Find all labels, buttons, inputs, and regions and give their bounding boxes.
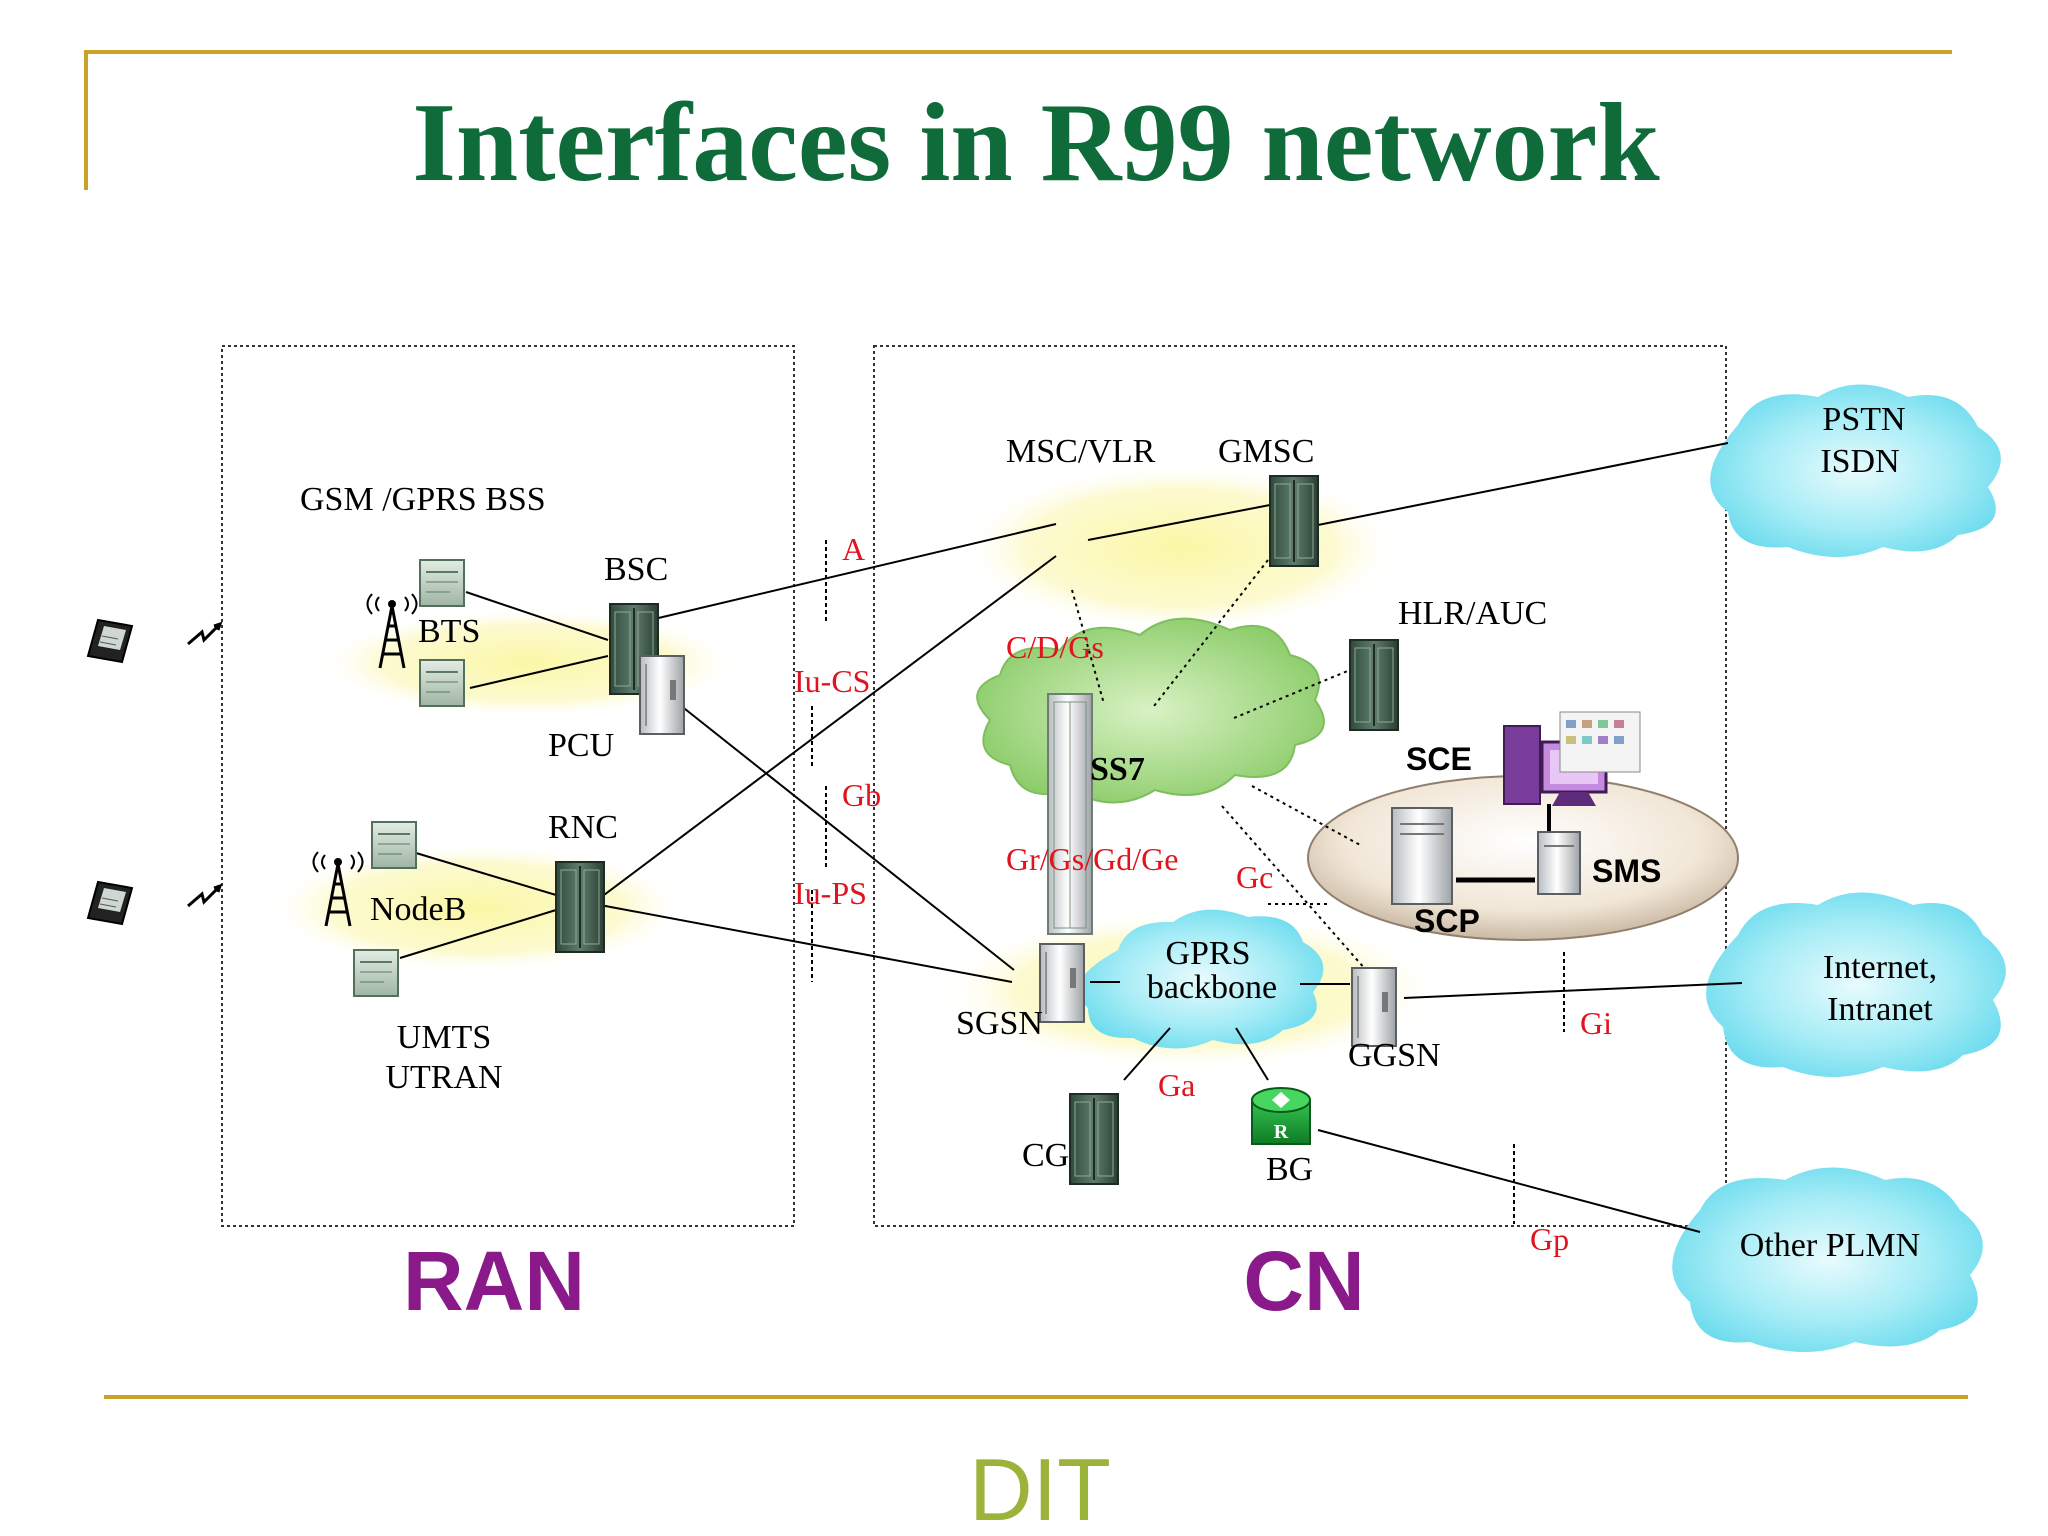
footer-label: DIT (969, 1440, 1111, 1536)
mobile-phone-icon-2 (87, 881, 133, 925)
radio-link-icon-2 (186, 884, 222, 908)
msc-vlr-label: MSC/VLR (1006, 433, 1156, 470)
radio-link-icon (186, 622, 222, 646)
cg-label: CG (1022, 1137, 1069, 1174)
nodeb-unit-icon (371, 821, 417, 869)
interface-gr-gs-gd-ge-label: Gr/Gs/Gd/Ge (1006, 841, 1178, 877)
pstn-label: PSTN (1822, 401, 1905, 438)
interface-gi-label: Gi (1580, 1005, 1612, 1041)
utran-label: UTRAN (385, 1059, 502, 1096)
gsm-gprs-bss-label: GSM /GPRS BSS (300, 481, 546, 518)
ggsn-cabinet-icon (1351, 967, 1397, 1047)
cn-region-box (873, 345, 1727, 1227)
pcu-label: PCU (548, 727, 614, 764)
ggsn-label: GGSN (1348, 1037, 1441, 1074)
msc-vlr-tall-rack-icon (1047, 693, 1093, 935)
solid-links (399, 442, 1743, 1233)
interface-iu-ps-label: Iu-PS (794, 875, 867, 911)
ss7-label: SS7 (1090, 751, 1145, 788)
hlr-auc-rack-icon (1349, 639, 1399, 731)
internet-label: Internet, (1823, 949, 1937, 986)
nodeb-unit-icon-2 (353, 949, 399, 997)
gprs-backbone-cloud (1078, 909, 1324, 1049)
cg-rack-icon (1069, 1093, 1119, 1185)
msc-highlight (960, 463, 1400, 633)
gmsc-rack-icon (1269, 475, 1319, 567)
sgsn-cabinet-icon (1039, 943, 1085, 1023)
interface-gb-label: Gb (842, 777, 881, 813)
scp-label: SCP (1414, 903, 1480, 939)
router-mark: R (1274, 1121, 1289, 1143)
isdn-label: ISDN (1820, 443, 1899, 480)
dotted-links (1071, 559, 1367, 971)
ran-region-box (221, 345, 795, 1227)
umts-label: UMTS (397, 1019, 491, 1056)
bts-unit-icon (419, 559, 465, 607)
bts-label: BTS (418, 613, 480, 650)
scp-server-icon (1391, 807, 1453, 905)
interface-gp-label: Gp (1530, 1221, 1569, 1257)
interface-gc-label: Gc (1236, 859, 1273, 895)
internet-intranet-cloud (1706, 892, 2006, 1077)
bg-router-icon: R (1251, 1087, 1311, 1145)
sms-label: SMS (1592, 853, 1661, 889)
cn-region-label: CN (1243, 1234, 1364, 1328)
other-plmn-label: Other PLMN (1740, 1227, 1920, 1264)
pcu-cabinet-icon (639, 655, 685, 735)
sms-server-icon (1537, 831, 1581, 895)
mobile-phone-icon (87, 619, 133, 663)
interface-ga-label: Ga (1158, 1067, 1195, 1103)
sgsn-label: SGSN (956, 1005, 1043, 1042)
other-plmn-cloud (1672, 1167, 1983, 1352)
interface-ticks (811, 540, 1565, 1224)
rnc-label: RNC (548, 809, 618, 846)
gmsc-label: GMSC (1218, 433, 1314, 470)
page-title: Interfaces in R99 network (412, 81, 1660, 205)
sce-workstation-icon (1503, 711, 1641, 806)
bg-label: BG (1266, 1151, 1313, 1188)
hlr-auc-label: HLR/AUC (1398, 595, 1547, 632)
sce-label: SCE (1406, 741, 1472, 777)
rnc-rack-icon (555, 861, 605, 953)
bsc-label: BSC (604, 551, 668, 588)
interface-iu-cs-label: Iu-CS (794, 663, 870, 699)
bts-unit-icon-2 (419, 659, 465, 707)
interface-cdgs-label: C/D/Gs (1006, 629, 1104, 665)
intranet-label: Intranet (1827, 991, 1933, 1028)
interface-a-label: A (842, 531, 865, 567)
ran-region-label: RAN (403, 1234, 585, 1328)
pstn-isdn-cloud (1710, 384, 2001, 557)
nodeb-label: NodeB (370, 891, 466, 928)
gprs-backbone-label-2: backbone (1147, 969, 1277, 1006)
gprs-backbone-label-1: GPRS (1165, 935, 1250, 972)
